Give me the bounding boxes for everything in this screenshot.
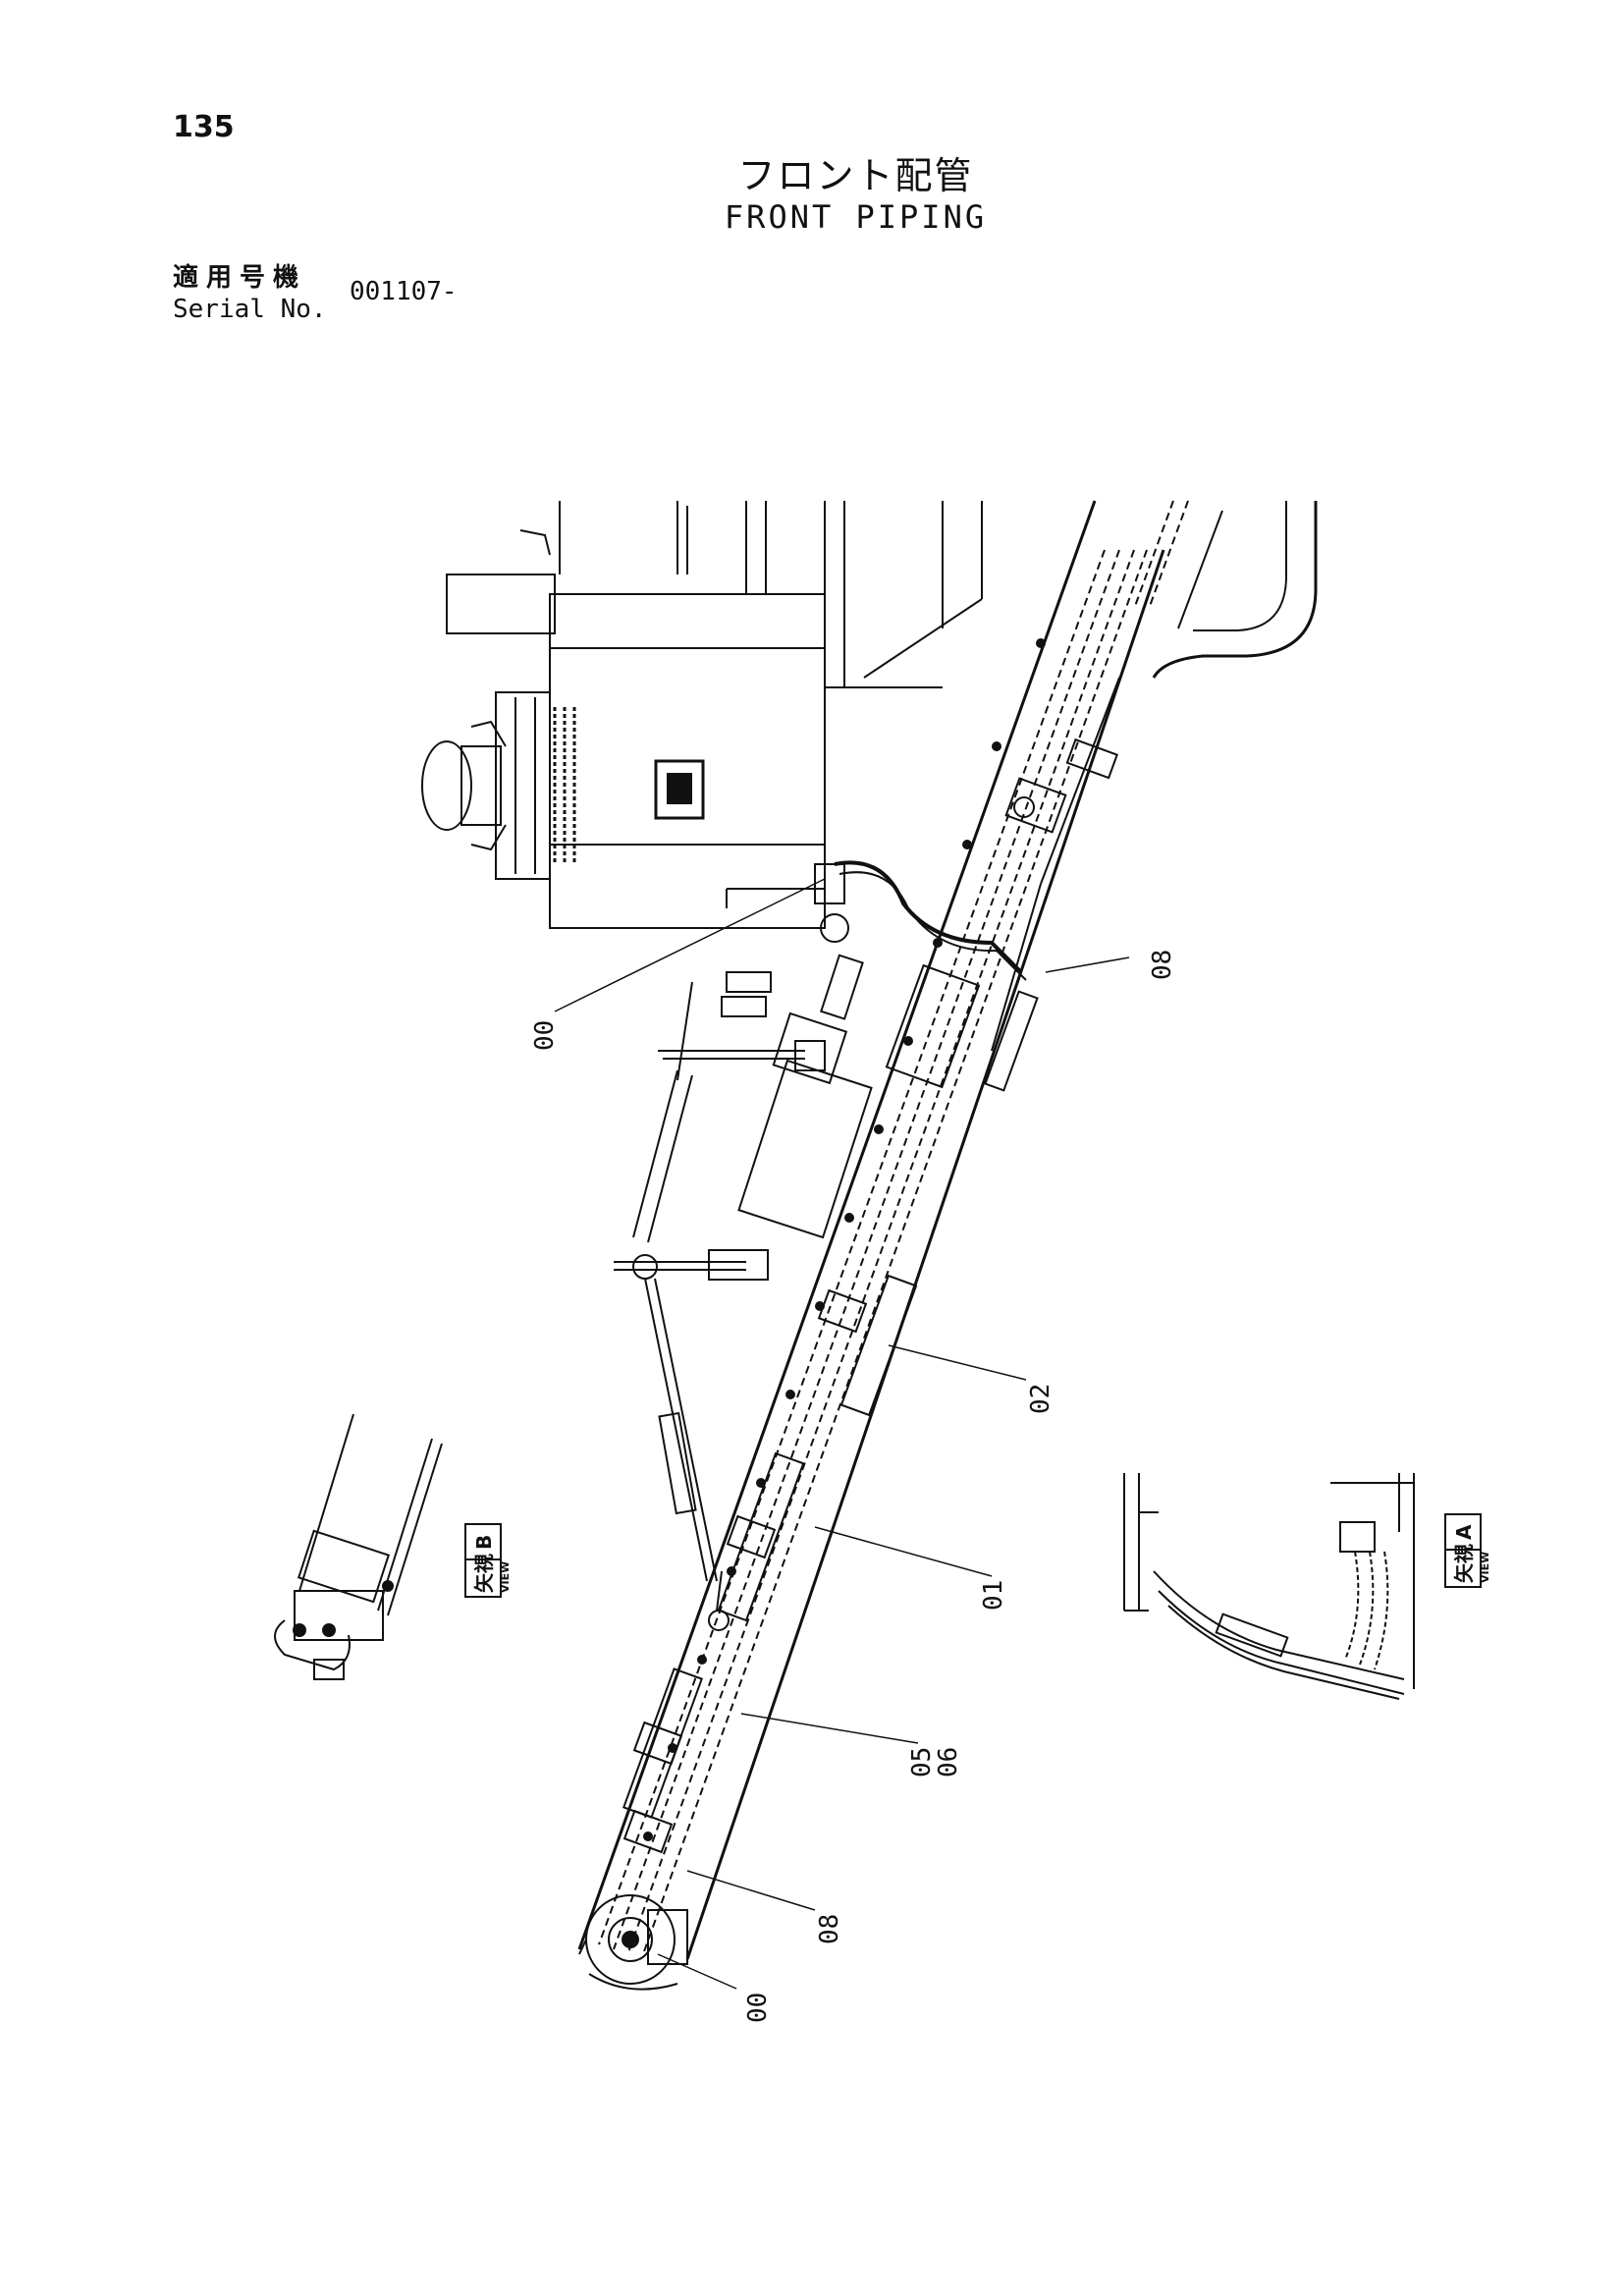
view-a-en: VIEW — [1479, 1552, 1491, 1583]
boom-body — [577, 500, 1223, 1960]
callout-06: 06 — [934, 1747, 963, 1777]
derrick-cylinder — [614, 954, 873, 1631]
callout-05: 05 — [907, 1747, 937, 1777]
boom-foot-bracket — [726, 860, 1027, 981]
upper-structure — [446, 501, 983, 929]
callout-01: 01 — [979, 1580, 1008, 1611]
title-japanese: フロント配管 — [737, 154, 974, 197]
title-english: FRONT PIPING — [724, 198, 988, 236]
view-a-letter: A — [1452, 1524, 1476, 1540]
view-b-en: VIEW — [499, 1561, 512, 1593]
callout-00-top: 00 — [530, 1020, 560, 1051]
serial-label-japanese: 適用号機 — [173, 263, 307, 293]
view-b-inset — [274, 1413, 502, 1680]
callout-labels: 00 08 02 01 05 06 08 00 矢視 B VIEW 矢視 A V… — [472, 950, 1491, 2023]
view-b-jp: 矢視 — [472, 1554, 496, 1593]
page-number: 135 — [173, 110, 235, 144]
callout-08-bottom: 08 — [815, 1914, 844, 1944]
engine-assembly — [421, 691, 576, 880]
view-a-inset — [1123, 1473, 1482, 1700]
callout-00-bottom: 00 — [743, 1993, 773, 2023]
leader-lines — [554, 878, 1130, 1990]
serial-value: 001107- — [350, 277, 458, 306]
view-a-jp: 矢視 — [1452, 1544, 1476, 1583]
boom-point-sheave — [578, 1894, 688, 1991]
serial-label-english: Serial No. — [173, 295, 327, 324]
view-b-letter: B — [472, 1535, 496, 1550]
callout-08-top: 08 — [1148, 950, 1177, 980]
callout-02: 02 — [1026, 1384, 1055, 1414]
outer-hose-loop — [1152, 501, 1318, 679]
